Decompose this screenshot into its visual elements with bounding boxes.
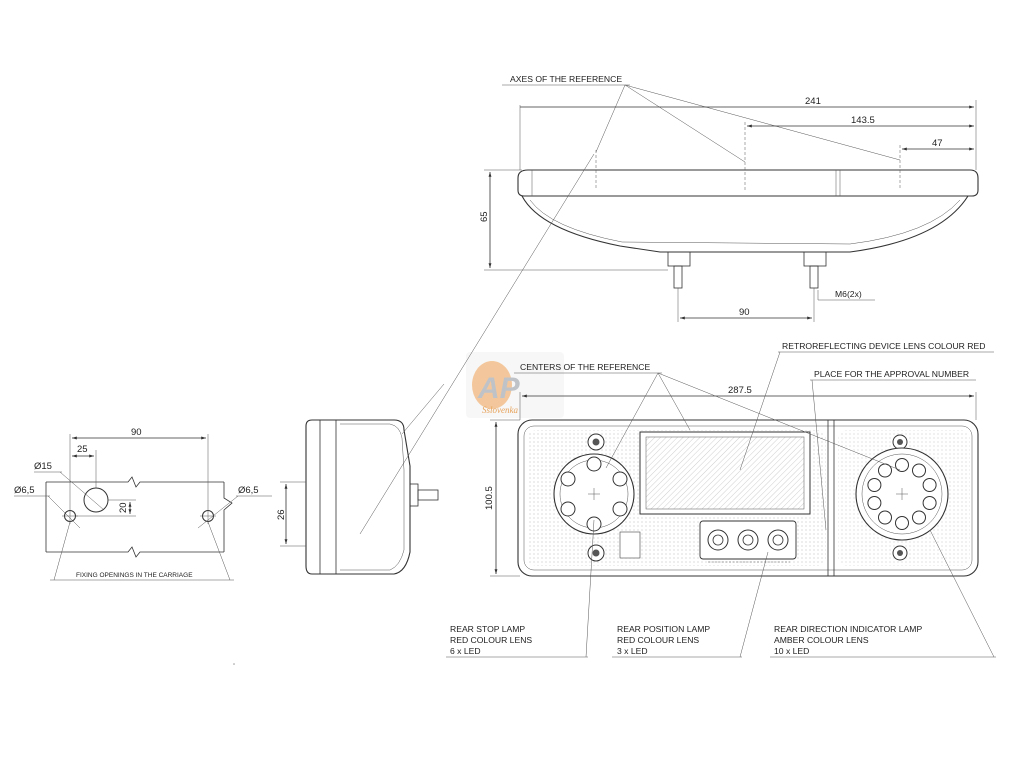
centers-reference-label: CENTERS OF THE REFERENCE — [520, 362, 650, 372]
retroreflector-label: RETROREFLECTING DEVICE LENS COLOUR RED — [782, 341, 985, 351]
svg-text:6 x LED: 6 x LED — [450, 646, 481, 656]
hole-right-label: Ø6,5 — [238, 485, 259, 496]
dim-mount-vertical: 20 — [118, 502, 129, 513]
dim-front-height: 100.5 — [484, 486, 495, 510]
svg-text:RED COLOUR LENS: RED COLOUR LENS — [617, 635, 699, 645]
svg-text:REAR DIRECTION INDICATOR LAMP: REAR DIRECTION INDICATOR LAMP — [774, 624, 922, 634]
fixing-openings-view: 90 25 20 Ø15 Ø6,5 Ø6,5 FIXING OPENINGS I… — [14, 427, 272, 581]
company-logo: AP Sslovenka — [466, 352, 564, 418]
front-view: 287.5 100.5 CENTERS OF THE REFERENCE RET… — [484, 341, 994, 577]
indicator-led — [895, 458, 909, 472]
dim-bolt-spacing: 90 — [739, 307, 750, 318]
svg-text:3 x LED: 3 x LED — [617, 646, 648, 656]
indicator-led — [867, 496, 882, 510]
indicator-led — [922, 478, 937, 492]
dim-mount-offset: 25 — [77, 444, 88, 455]
dim-front-width: 287.5 — [728, 385, 752, 396]
callout-indicator-lamp: REAR DIRECTION INDICATOR LAMP AMBER COLO… — [770, 529, 996, 658]
indicator-led — [922, 496, 937, 510]
dim-side-depth: 26 — [276, 509, 287, 520]
stop-lamp-leds — [560, 456, 628, 532]
hole-large-label: Ø15 — [34, 461, 52, 472]
svg-text:AMBER COLOUR LENS: AMBER COLOUR LENS — [774, 635, 869, 645]
indicator-led — [912, 463, 926, 478]
logo-subtitle: Sslovenka — [482, 405, 518, 415]
callout-stop-lamp: REAR STOP LAMP RED COLOUR LENS 6 x LED — [446, 519, 595, 658]
svg-text:RED COLOUR LENS: RED COLOUR LENS — [450, 635, 532, 645]
bolt-thread-label: M6(2x) — [835, 289, 862, 299]
axes-reference-label: AXES OF THE REFERENCE — [510, 74, 622, 84]
fixing-openings-caption: FIXING OPENINGS IN THE CARRIAGE — [76, 572, 193, 579]
callout-position-lamp: REAR POSITION LAMP RED COLOUR LENS 3 x L… — [612, 551, 769, 658]
position-lamp-leds — [707, 529, 789, 551]
indicator-led — [895, 516, 909, 530]
dim-height: 65 — [479, 211, 490, 222]
dim-overall-width: 241 — [805, 96, 821, 107]
svg-text:REAR STOP LAMP: REAR STOP LAMP — [450, 624, 525, 634]
logo-mark: AP — [477, 372, 521, 405]
dim-mount-spacing: 90 — [131, 427, 142, 438]
indicator-led — [867, 478, 882, 492]
side-view: 26 — [276, 419, 439, 575]
indicator-led — [878, 510, 892, 525]
approval-number-label: PLACE FOR THE APPROVAL NUMBER — [814, 369, 969, 379]
dim-center-offset: 143.5 — [851, 115, 875, 126]
svg-text:REAR POSITION LAMP: REAR POSITION LAMP — [617, 624, 710, 634]
hole-left-label: Ø6,5 — [14, 485, 35, 496]
indicator-lamp-leds — [867, 458, 937, 530]
dim-right-offset: 47 — [932, 138, 943, 149]
svg-text:10 x LED: 10 x LED — [774, 646, 809, 656]
indicator-led — [912, 510, 926, 525]
top-view: AXES OF THE REFERENCE 241 143.5 47 65 90… — [479, 74, 979, 322]
